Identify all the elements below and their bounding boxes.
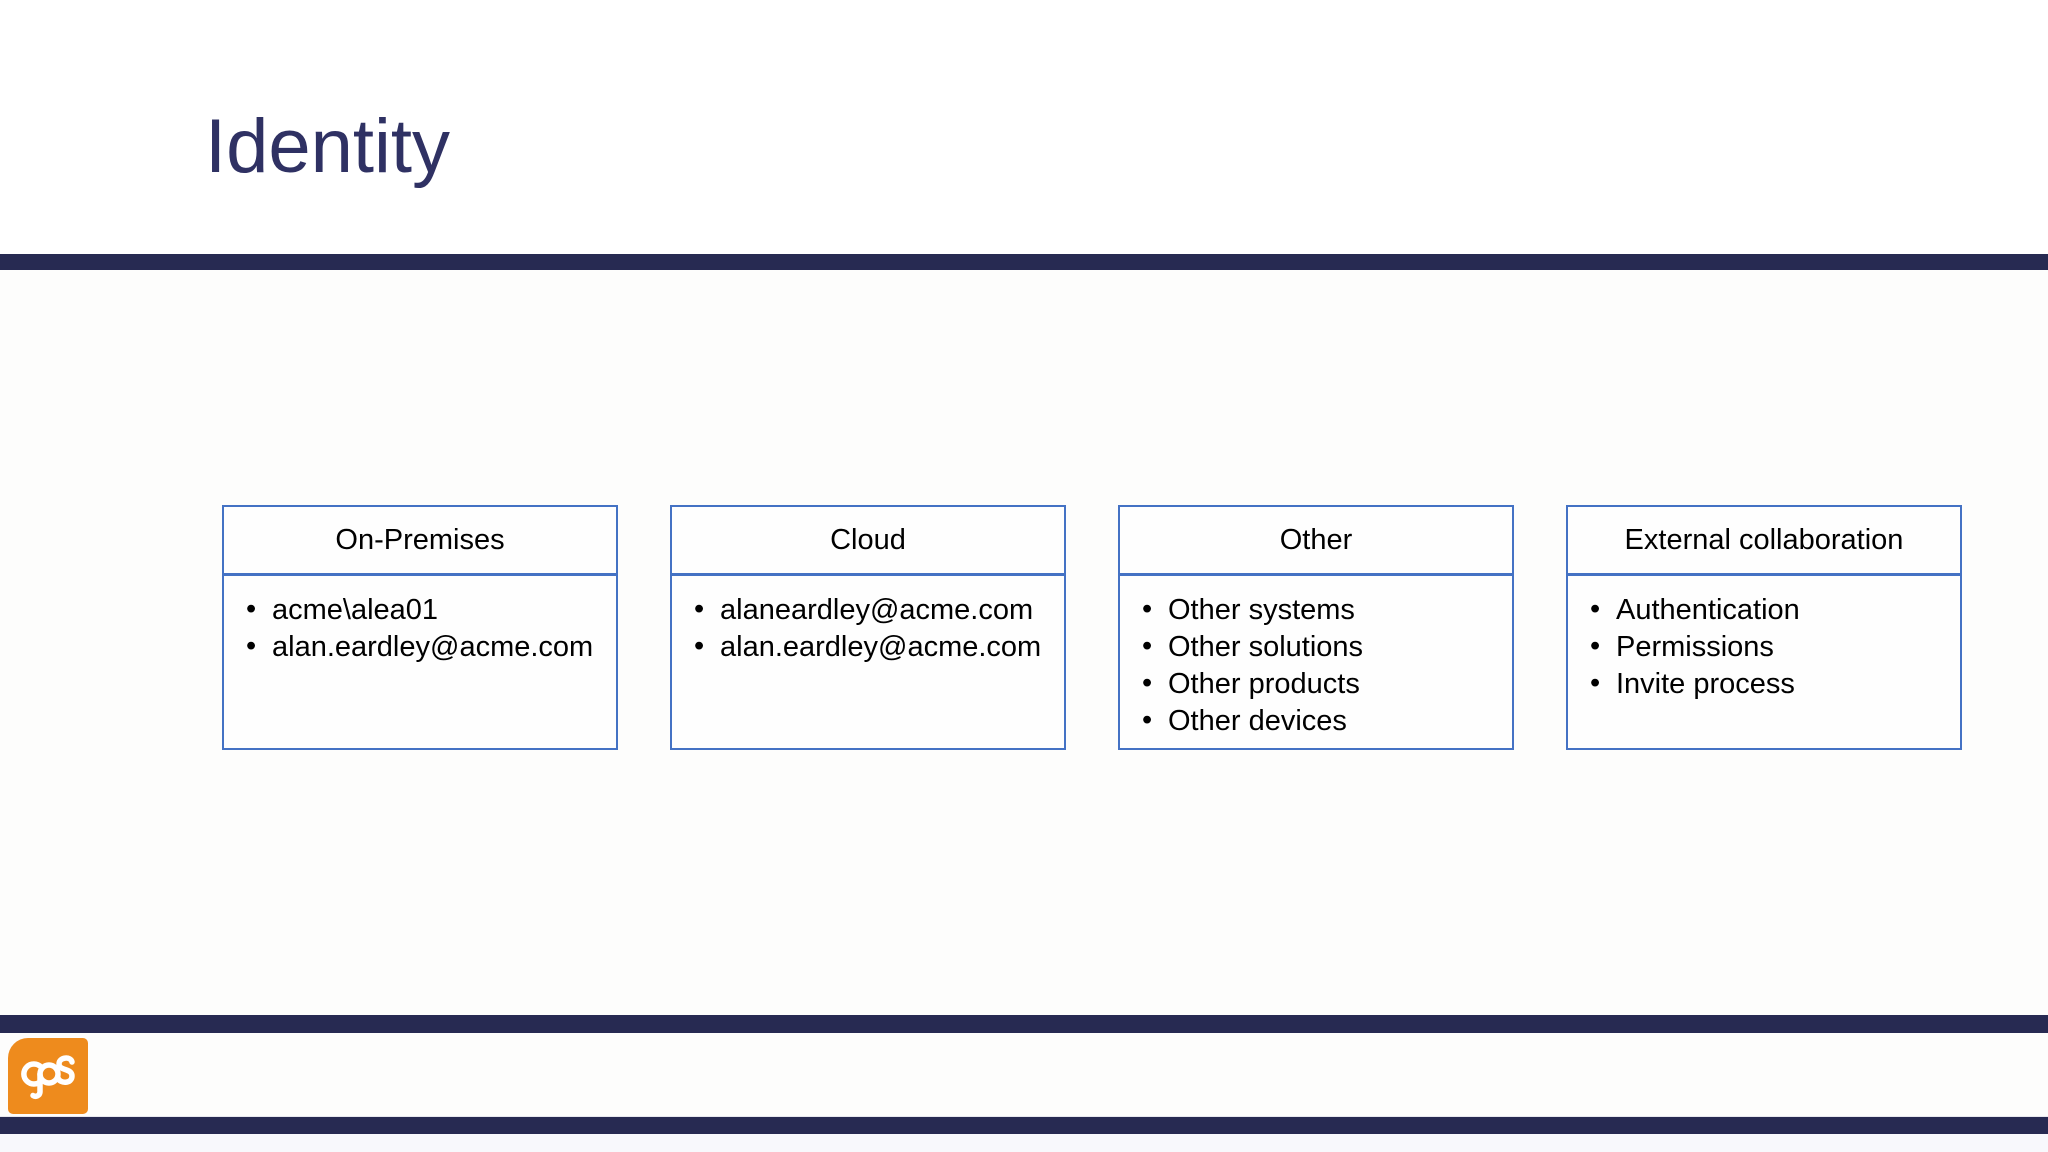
- list-item: alan.eardley@acme.com: [240, 628, 608, 666]
- list-item: Other systems: [1136, 591, 1504, 629]
- footer-strip: [0, 1033, 2048, 1117]
- list-item: alaneardley@acme.com: [688, 591, 1056, 629]
- identity-boxes-row: On-Premises acme\alea01 alan.eardley@acm…: [222, 505, 1962, 750]
- list-item: Invite process: [1584, 665, 1952, 703]
- box-external-collaboration: External collaboration Authentication Pe…: [1566, 505, 1962, 750]
- list-item: Other devices: [1136, 702, 1504, 740]
- list-item: Other solutions: [1136, 628, 1504, 666]
- list-item: Authentication: [1584, 591, 1952, 629]
- box-on-premises-header: On-Premises: [224, 507, 616, 576]
- list-item: Permissions: [1584, 628, 1952, 666]
- page-title: Identity: [205, 104, 451, 189]
- box-external-collaboration-header: External collaboration: [1568, 507, 1960, 576]
- list-item: acme\alea01: [240, 591, 608, 629]
- box-on-premises-list: acme\alea01 alan.eardley@acme.com: [224, 576, 616, 666]
- footer-top-bar: [0, 1015, 2048, 1033]
- cps-logo-glyph: [21, 1055, 75, 1099]
- box-external-collaboration-list: Authentication Permissions Invite proces…: [1568, 576, 1960, 703]
- box-cloud-header: Cloud: [672, 507, 1064, 576]
- title-divider-bar: [0, 254, 2048, 270]
- cps-logo-icon: [8, 1038, 88, 1114]
- list-item: Other products: [1136, 665, 1504, 703]
- list-item: alan.eardley@acme.com: [688, 628, 1056, 666]
- box-other-header: Other: [1120, 507, 1512, 576]
- box-on-premises: On-Premises acme\alea01 alan.eardley@acm…: [222, 505, 618, 750]
- box-other-list: Other systems Other solutions Other prod…: [1120, 576, 1512, 740]
- footer-edge-strip: [0, 1134, 2048, 1152]
- box-cloud-list: alaneardley@acme.com alan.eardley@acme.c…: [672, 576, 1064, 666]
- footer-bottom-bar: [0, 1117, 2048, 1134]
- box-cloud: Cloud alaneardley@acme.com alan.eardley@…: [670, 505, 1066, 750]
- box-other: Other Other systems Other solutions Othe…: [1118, 505, 1514, 750]
